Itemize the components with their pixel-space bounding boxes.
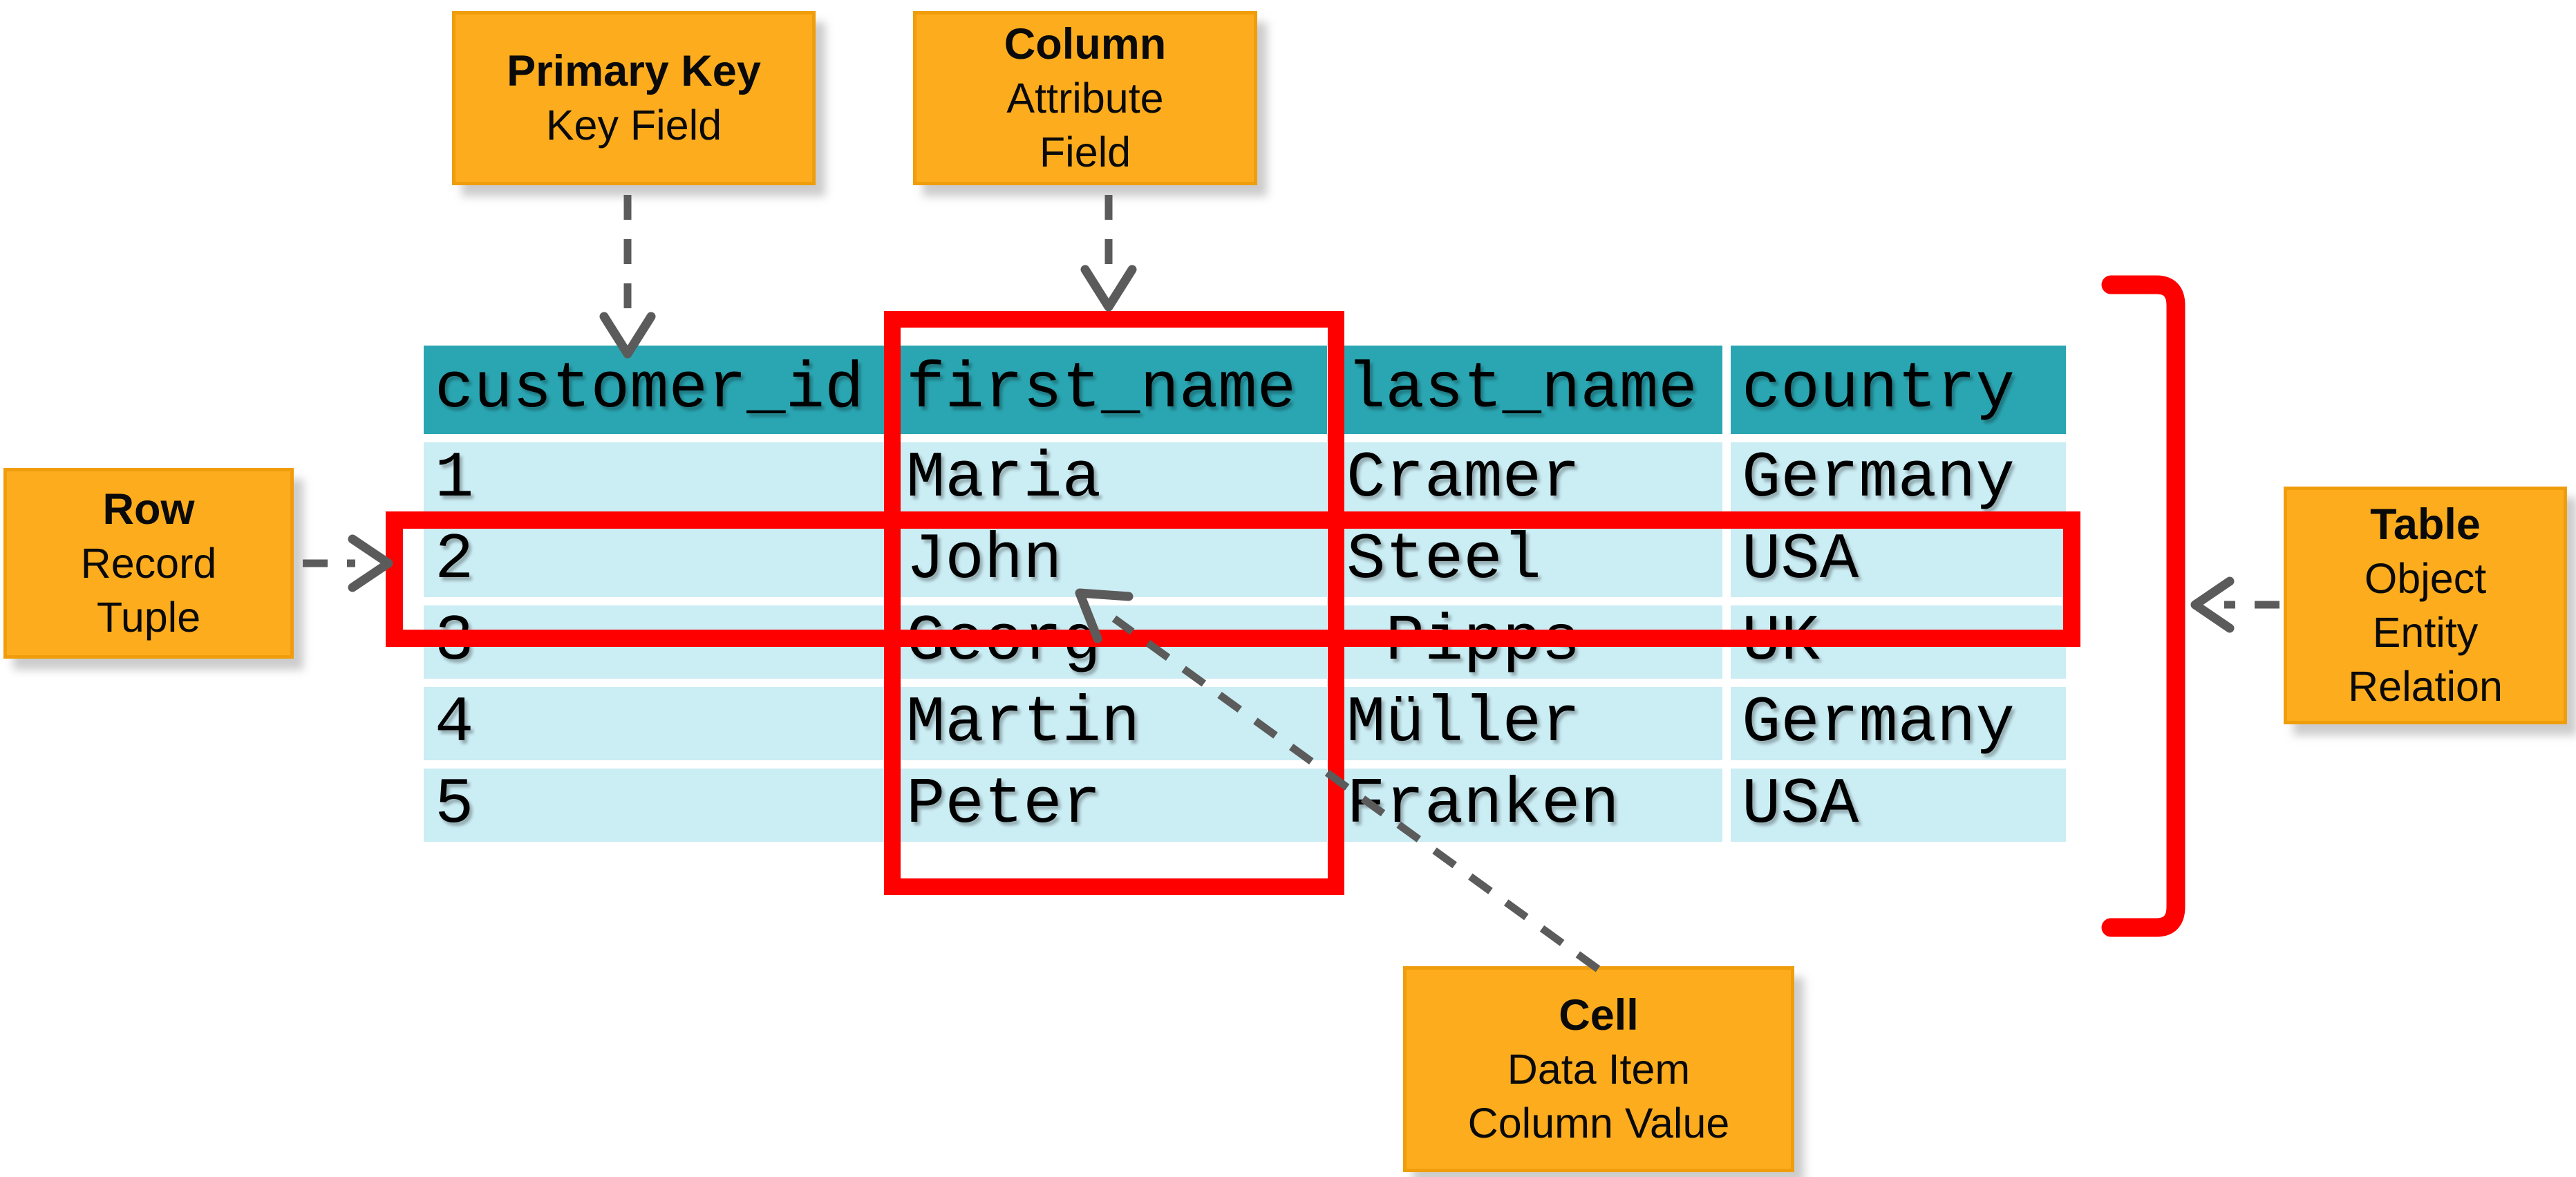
table-cell: Steel bbox=[1335, 524, 1722, 597]
table-cell: 4 bbox=[424, 687, 887, 760]
table-arrow-icon bbox=[2190, 576, 2279, 633]
column-arrow-icon bbox=[1080, 195, 1137, 312]
table-cell: John bbox=[895, 524, 1327, 597]
callout-line: Key Field bbox=[545, 102, 722, 149]
callout-primary-key: Primary Key Key Field bbox=[452, 11, 816, 185]
header-row: customer_id first_name last_name country bbox=[424, 346, 2066, 434]
table-cell: 5 bbox=[424, 769, 887, 842]
table-cell: USA bbox=[1731, 769, 2066, 842]
callout-line: Object bbox=[2364, 555, 2487, 602]
callout-line: Data Item bbox=[1507, 1046, 1691, 1093]
callout-line: Entity bbox=[2372, 609, 2479, 656]
table-cell: 2 bbox=[424, 524, 887, 597]
callout-line: Column Value bbox=[1467, 1100, 1730, 1147]
callout-line: Tuple bbox=[96, 594, 201, 641]
table-cell: Germany bbox=[1731, 687, 2066, 760]
table-row: 2 John Steel USA bbox=[424, 524, 2066, 597]
callout-title: Column bbox=[1004, 20, 1167, 68]
callout-table: Table Object Entity Relation bbox=[2284, 487, 2567, 724]
column-header-last-name: last_name bbox=[1335, 346, 1722, 434]
callout-title: Table bbox=[2370, 500, 2481, 549]
callout-line: Record bbox=[80, 540, 217, 587]
table-cell: Cramer bbox=[1335, 442, 1722, 516]
table-cell: Müller bbox=[1335, 687, 1722, 760]
callout-line: Attribute bbox=[1006, 75, 1164, 122]
column-header-customer-id: customer_id bbox=[424, 346, 887, 434]
row-highlight-rectangle bbox=[386, 511, 2080, 647]
callout-title: Row bbox=[102, 485, 195, 534]
callout-title: Primary Key bbox=[507, 47, 761, 95]
table-bracket bbox=[2101, 275, 2185, 937]
callout-line: Field bbox=[1039, 129, 1131, 176]
primary-key-arrow-icon bbox=[599, 195, 656, 359]
table-cell: USA bbox=[1731, 524, 2066, 597]
callout-column: Column Attribute Field bbox=[913, 11, 1257, 185]
column-header-country: country bbox=[1731, 346, 2066, 434]
callout-row: Row Record Tuple bbox=[3, 468, 294, 659]
callout-title: Cell bbox=[1559, 991, 1639, 1039]
table-cell: 1 bbox=[424, 442, 887, 516]
table-row: 1 Maria Cramer Germany bbox=[424, 442, 2066, 516]
callout-line: Relation bbox=[2348, 663, 2503, 710]
table-cell: Germany bbox=[1731, 442, 2066, 516]
column-header-first-name: first_name bbox=[895, 346, 1327, 434]
table-cell: Franken bbox=[1335, 769, 1722, 842]
callout-cell: Cell Data Item Column Value bbox=[1403, 966, 1794, 1172]
table-cell: Maria bbox=[895, 442, 1327, 516]
row-arrow-icon bbox=[303, 534, 393, 592]
